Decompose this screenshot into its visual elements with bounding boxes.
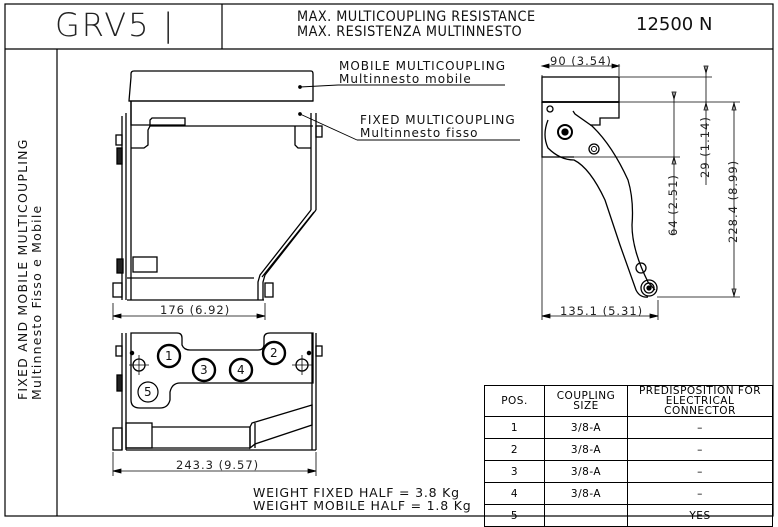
header-coupling-size-line2: SIZE xyxy=(573,400,599,412)
table-row: 1 3/8-A – xyxy=(484,416,773,439)
dim-height-64: 64 (2.51) xyxy=(666,174,680,236)
coupling-label-1: 1 xyxy=(165,349,173,363)
table-row: 3 3/8-A – xyxy=(484,460,773,483)
cell-pos: 2 xyxy=(484,438,545,461)
callout-mobile: MOBILE MULTICOUPLING Multinnesto mobile xyxy=(339,60,506,86)
resistance-label-it: MAX. RESISTENZA MULTINNESTO xyxy=(297,24,523,40)
cell-size: 3/8-A xyxy=(544,416,628,439)
side-title-it: Multinnesto Fisso e Mobile xyxy=(29,204,44,400)
top-view-drawing xyxy=(112,332,323,451)
coupling-label-3: 3 xyxy=(200,363,208,377)
product-code: GRV5 | xyxy=(55,6,176,44)
coupling-circles xyxy=(137,340,287,403)
header-pos: POS. xyxy=(484,385,545,417)
dim-height-29: 29 (1.14) xyxy=(698,116,712,178)
cell-size: 3/8-A xyxy=(544,460,628,483)
coupling-circle-1 xyxy=(156,343,182,369)
cell-pos: 3 xyxy=(484,460,545,483)
cell-electrical: – xyxy=(627,416,773,439)
cell-size: – xyxy=(544,504,628,527)
callout-fixed-en: FIXED MULTICOUPLING xyxy=(360,113,516,127)
header-coupling-size-line1: COUPLING xyxy=(556,390,616,402)
coupling-label-2: 2 xyxy=(270,346,278,360)
callout-mobile-it: Multinnesto mobile xyxy=(339,72,472,86)
dim-243-lines xyxy=(112,452,317,476)
dim-bottom-width: 243.3 (9.57) xyxy=(176,458,260,472)
cell-pos: 4 xyxy=(484,482,545,505)
weight-mobile: WEIGHT MOBILE HALF = 1.8 Kg xyxy=(253,498,472,513)
header-predisposition-line2: ELECTRICAL CONNECTOR xyxy=(664,395,736,417)
weight-fixed: WEIGHT FIXED HALF = 3.8 Kg xyxy=(253,485,460,500)
coupling-spec-table: POS. COUPLING SIZE PREDISPOSITION FOR EL… xyxy=(484,385,773,527)
dim-front-width: 176 (6.92) xyxy=(160,303,231,317)
side-title: FIXED AND MOBILE MULTICOUPLING Multinnes… xyxy=(15,138,44,400)
callout-fixed-it: Multinnesto fisso xyxy=(360,126,479,140)
callout-mobile-en: MOBILE MULTICOUPLING xyxy=(339,59,507,73)
dim-side-bottom-width: 135.1 (5.31) xyxy=(560,304,644,318)
header-predisposition-line1: PREDISPOSITION FOR xyxy=(638,385,762,397)
outer-border xyxy=(4,3,774,517)
cell-electrical: – xyxy=(627,438,773,461)
coupling-label-4: 4 xyxy=(237,363,245,377)
dim-height-228: 228.4 (8.99) xyxy=(726,159,740,243)
cell-pos: 5 xyxy=(484,504,545,527)
resistance-label-en: MAX. MULTICOUPLING RESISTANCE xyxy=(297,9,536,25)
resistance-value: 12500 N xyxy=(636,14,713,35)
side-dim-lines xyxy=(540,63,740,320)
side-title-en: FIXED AND MOBILE MULTICOUPLING xyxy=(15,138,30,400)
weights: WEIGHT FIXED HALF = 3.8 Kg WEIGHT MOBILE… xyxy=(253,486,471,512)
cell-size: 3/8-A xyxy=(544,438,628,461)
dim-176-lines xyxy=(112,303,266,320)
cell-electrical: – xyxy=(627,482,773,505)
side-view-drawing xyxy=(541,76,658,298)
coupling-circle-3 xyxy=(191,357,217,383)
table-header-row: POS. COUPLING SIZE PREDISPOSITION FOR EL… xyxy=(484,385,773,417)
header-predisposition: PREDISPOSITION FOR ELECTRICAL CONNECTOR xyxy=(627,385,773,417)
callout-fixed: FIXED MULTICOUPLING Multinnesto fisso xyxy=(360,114,516,140)
cell-pos: 1 xyxy=(484,416,545,439)
header-coupling-size: COUPLING SIZE xyxy=(544,385,628,417)
coupling-circle-2 xyxy=(261,340,287,366)
cell-size: 3/8-A xyxy=(544,482,628,505)
callout-leaders xyxy=(299,84,520,141)
table-row: 4 3/8-A – xyxy=(484,482,773,505)
coupling-label-5: 5 xyxy=(144,385,152,399)
dim-side-top-width: 90 (3.54) xyxy=(550,54,612,68)
table-row: 2 3/8-A – xyxy=(484,438,773,461)
coupling-circle-4 xyxy=(228,357,254,383)
front-view-drawing xyxy=(112,70,323,301)
cell-electrical: YES xyxy=(627,504,773,527)
cell-electrical: – xyxy=(627,460,773,483)
table-row: 5 – YES xyxy=(484,504,773,527)
coupling-circle-5 xyxy=(137,381,159,403)
